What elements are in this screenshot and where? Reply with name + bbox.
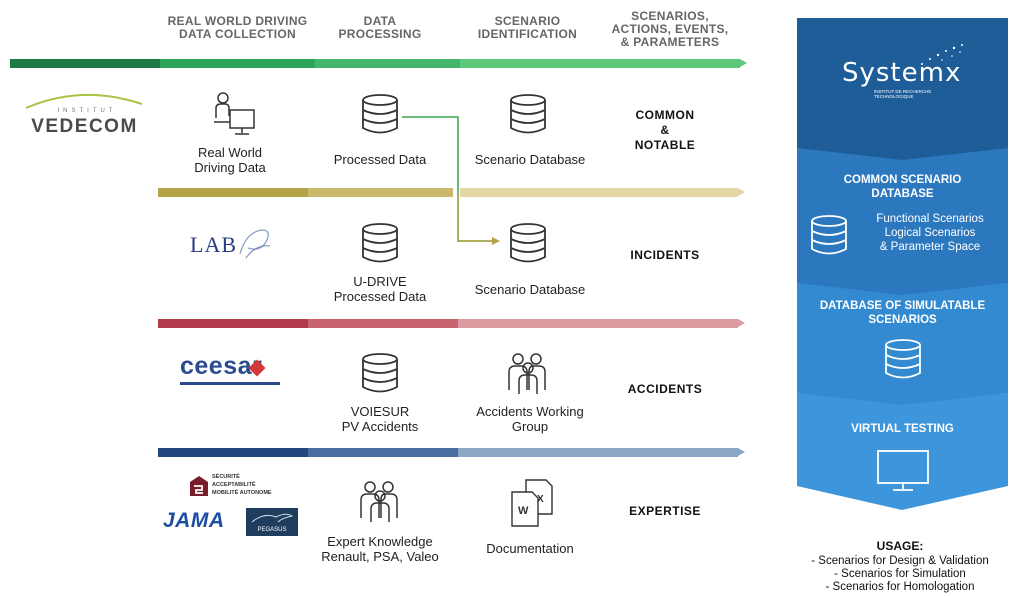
cell-expert-knowledge: Expert Knowledge Renault, PSA, Valeo xyxy=(321,534,439,564)
red-arrow-bar xyxy=(158,319,746,328)
row-label-accidents: ACCIDENTS xyxy=(627,382,703,396)
sam-logo-line-3: MOBILITÉ AUTONOME xyxy=(212,490,272,496)
cell-documentation: Documentation xyxy=(486,541,574,556)
green-arrow-bar xyxy=(10,59,747,68)
olive-bar-segment-3 xyxy=(460,188,738,197)
systemx-dots-icon xyxy=(921,44,963,65)
green-arrowhead xyxy=(740,59,747,67)
column-header-scenarios: SCENARIOS, ACTIONS, EVENTS, & PARAMETERS xyxy=(611,9,729,49)
database-icon xyxy=(811,215,847,255)
svg-text:X: X xyxy=(537,494,544,505)
olive-bar-segment-2 xyxy=(308,188,453,197)
vedecom-logo: INSTITUT VEDECOM xyxy=(22,90,147,140)
olive-bar-segment-1 xyxy=(158,188,308,197)
cell-accidents-working-group: Accidents Working Group xyxy=(476,404,584,434)
database-icon xyxy=(510,94,546,134)
person-computer-icon xyxy=(214,92,255,135)
jama-logo: JAMA xyxy=(163,509,225,532)
row-label-incidents: INCIDENTS xyxy=(630,248,700,262)
red-bar-segment-3 xyxy=(458,319,738,328)
database-icon xyxy=(362,94,398,134)
row-label-common-notable: COMMON & NOTABLE xyxy=(634,108,696,152)
column-header-processing: DATA PROCESSING xyxy=(338,14,422,41)
vedecom-logo-main: VEDECOM xyxy=(31,116,138,137)
red-arrowhead xyxy=(738,319,745,327)
green-bar-segment-3 xyxy=(315,59,460,68)
usage-item-simulation: - Scenarios for Simulation xyxy=(834,568,966,580)
lab-logo: LAB xyxy=(190,222,280,267)
ceesar-logo: ceesar xyxy=(178,352,288,392)
database-icon xyxy=(510,223,546,263)
ceesar-underline xyxy=(180,382,280,385)
database-icon xyxy=(362,353,398,393)
database-icon xyxy=(362,223,398,263)
pegasus-wing-icon xyxy=(251,513,294,523)
panel-section-common-items: Functional Scenarios Logical Scenarios &… xyxy=(876,213,984,253)
red-bar-segment-1 xyxy=(158,319,308,328)
group-icon xyxy=(508,353,546,394)
olive-arrow-bar xyxy=(158,188,746,197)
usage-item-design-validation: - Scenarios for Design & Validation xyxy=(811,555,989,567)
documents-icon: X W xyxy=(511,479,553,527)
systemx-logo-text: Systemx xyxy=(842,58,962,88)
red-bar-segment-2 xyxy=(308,319,458,328)
green-bar-segment-2 xyxy=(160,59,315,68)
cell-processed-data: Processed Data xyxy=(333,152,427,167)
cell-udrive-processed-data: U-DRIVE Processed Data xyxy=(333,274,427,304)
blue-bar-segment-3 xyxy=(458,448,738,457)
usage-item-homologation: - Scenarios for Homologation xyxy=(825,581,975,593)
row-label-expertise: EXPERTISE xyxy=(629,504,701,518)
systemx-logo: Systemx INSTITUT DE RECHERCHE TECHNOLOGI… xyxy=(842,44,972,108)
usage-title: USAGE: xyxy=(876,539,924,553)
blue-arrow-bar xyxy=(158,448,746,457)
vedecom-swoosh-icon xyxy=(25,93,143,109)
lab-logo-text: LAB xyxy=(190,232,237,257)
sam-logo-icon xyxy=(190,476,208,496)
column-header-identification: SCENARIO IDENTIFICATION xyxy=(477,14,578,41)
group-icon xyxy=(360,481,398,522)
green-bar-segment-4 xyxy=(460,59,740,68)
scenario-pipeline-panel: Systemx INSTITUT DE RECHERCHE TECHNOLOGI… xyxy=(797,18,1008,510)
lab-logo-swirl-icon xyxy=(239,229,271,259)
panel-section-simulatable-title: DATABASE OF SIMULATABLE SCENARIOS xyxy=(819,300,986,326)
blue-bar-segment-2 xyxy=(308,448,458,457)
sam-logo-line-1: SÉCURITÉ xyxy=(212,474,240,480)
sam-logo-line-2: ACCEPTABILITÉ xyxy=(212,482,256,488)
panel-section-common-title: COMMON SCENARIO DATABASE xyxy=(843,174,962,200)
ceesar-logo-text: ceesar xyxy=(180,352,263,380)
cell-scenario-database-2: Scenario Database xyxy=(474,282,586,297)
svg-text:W: W xyxy=(518,505,529,517)
database-icon xyxy=(885,339,921,379)
pegasus-logo: PEGASUS xyxy=(246,508,298,536)
cell-real-world-driving-data: Real World Driving Data xyxy=(194,145,266,175)
connector-arrow xyxy=(402,116,500,245)
green-bar-segment-1 xyxy=(10,59,160,68)
sam-logo: SÉCURITÉ ACCEPTABILITÉ MOBILITÉ AUTONOME xyxy=(188,472,298,500)
vedecom-logo-small: INSTITUT xyxy=(57,108,117,114)
olive-arrowhead xyxy=(738,188,745,196)
cell-voiesur-pv-accidents: VOIESUR PV Accidents xyxy=(341,404,419,434)
monitor-icon xyxy=(877,450,929,491)
blue-bar-segment-1 xyxy=(158,448,308,457)
panel-section-virtual-testing-title: VIRTUAL TESTING xyxy=(851,423,954,435)
column-header-collection: REAL WORLD DRIVING DATA COLLECTION xyxy=(167,14,308,41)
systemx-logo-subtitle: INSTITUT DE RECHERCHE TECHNOLOGIQUE xyxy=(874,89,932,99)
cell-scenario-database: Scenario Database xyxy=(474,152,586,167)
pegasus-logo-text: PEGASUS xyxy=(257,527,287,533)
blue-arrowhead xyxy=(738,448,745,456)
